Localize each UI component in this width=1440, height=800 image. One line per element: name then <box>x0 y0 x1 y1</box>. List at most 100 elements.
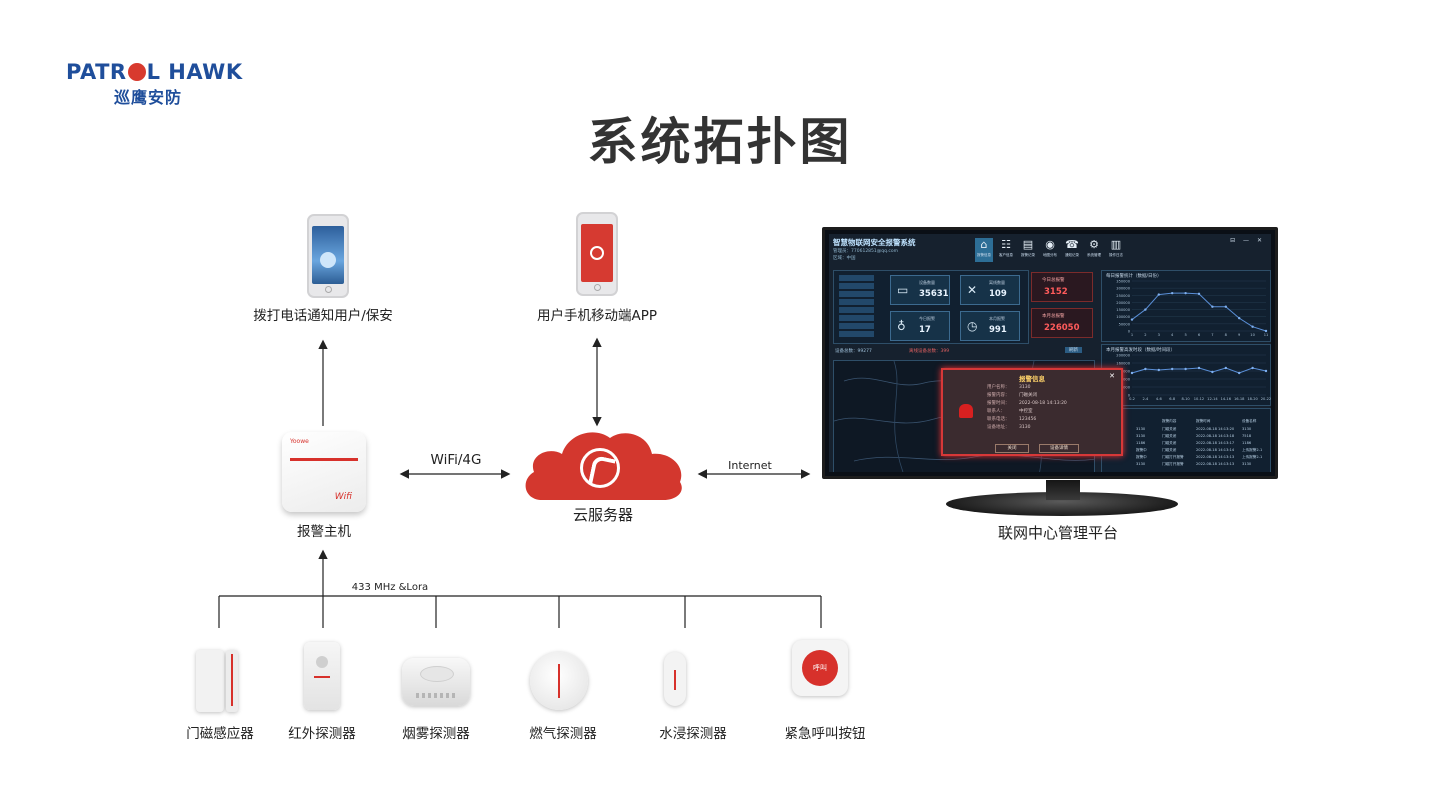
app-phone-image <box>576 212 618 296</box>
table-cell: 2022-08-18 14:13:14 <box>1196 448 1235 452</box>
monitor-icon: ▭ <box>897 283 909 297</box>
y-tick-label: 120000 <box>1116 370 1130 374</box>
wifi-link-label: WiFi/4G <box>430 452 482 468</box>
table-cell: 报警中 <box>1136 455 1147 459</box>
x-tick-label: 20-22 <box>1261 397 1271 401</box>
table-cell: 门磁打开报警 <box>1162 462 1184 466</box>
call-phone-image <box>307 214 349 298</box>
x-tick-label: 2-4 <box>1142 397 1149 401</box>
table-cell: 3130 <box>1242 462 1252 466</box>
hourly-chart-title: 本月报警高发时段（数据/时间段） <box>1106 348 1176 353</box>
x-tick-label: 5 <box>1184 333 1186 337</box>
x-tick-label: 1 <box>1131 333 1133 337</box>
data-point <box>1171 367 1174 371</box>
table-cell: 上传报警2-1 <box>1242 448 1263 452</box>
sensor-label-pir: 红外探测器 <box>288 726 356 742</box>
table-cell: 1186 <box>1242 441 1252 445</box>
data-point <box>1197 366 1201 370</box>
host-wifi-mark: Wifi <box>334 492 352 502</box>
th-time: 报警时间 <box>1196 419 1211 423</box>
y-tick-label: 250000 <box>1116 294 1130 298</box>
x-tick-label: 10-12 <box>1194 397 1204 401</box>
close-icon[interactable]: ✕ <box>1109 372 1115 380</box>
x-tick-label: 16-18 <box>1234 397 1245 401</box>
page-title: 系统拓扑图 <box>587 113 853 171</box>
x-tick-label: 9 <box>1238 333 1241 337</box>
nav-map[interactable]: ◉地图分布 <box>1043 238 1057 257</box>
table-cell: 3130 <box>1136 434 1146 438</box>
table-cell: 1186 <box>1136 441 1146 445</box>
popup-detail-button[interactable]: 设备详情 <box>1039 444 1079 453</box>
host-brand: Yoowe <box>290 438 309 445</box>
table-cell: 7518 <box>1242 434 1252 438</box>
logo-chinese: 巡鹰安防 <box>114 88 183 107</box>
map-offline-total: 离线设备总数：399 <box>909 349 950 354</box>
table-cell: 门磁关闭 <box>1162 448 1177 452</box>
popup-close-button[interactable]: 关闭 <box>995 444 1029 453</box>
platform-monitor: 智慧物联网安全报警系统 管理员：770612851@qq.com 区域：中国 ⌂… <box>822 227 1278 479</box>
y-tick-label: 80000 <box>1119 378 1131 382</box>
radio-link-label: 433 MHz &Lora <box>351 582 429 593</box>
table-cell: 3130 <box>1136 462 1146 466</box>
data-point <box>1224 305 1227 308</box>
sensor-label-sos: 紧急呼叫按钮 <box>784 726 866 742</box>
series-line <box>1131 292 1267 332</box>
th-content: 报警内容 <box>1162 419 1177 423</box>
cloud-server-label: 云服务器 <box>572 506 633 524</box>
table-cell: 上传报警2-1 <box>1242 455 1263 459</box>
tools-icon: ✕ <box>967 283 978 297</box>
siren-icon <box>959 404 973 418</box>
dashboard-title: 智慧物联网安全报警系统 <box>833 238 916 247</box>
sensor-label-door: 门磁感应器 <box>186 726 254 742</box>
x-tick-label: 12-14 <box>1207 397 1218 401</box>
window-controls[interactable]: ⊟ — ✕ <box>1230 237 1265 244</box>
x-tick-label: 8 <box>1225 333 1228 337</box>
nav-settings[interactable]: ⚙系统管理 <box>1087 238 1101 257</box>
history-icon: ◷ <box>967 319 978 333</box>
data-point <box>1157 293 1160 296</box>
x-tick-label: 8-10 <box>1182 397 1191 401</box>
x-tick-label: 14-16 <box>1221 397 1232 401</box>
data-point <box>1171 291 1174 295</box>
daily-chart-title: 每日报警统计（数据/日份） <box>1106 274 1162 279</box>
table-cell: 3130 <box>1242 427 1252 431</box>
app-logo-icon <box>590 246 604 260</box>
data-point <box>1238 371 1241 375</box>
x-tick-label: 10 <box>1250 333 1255 337</box>
sensor-label-smoke: 烟雾探测器 <box>402 726 470 742</box>
y-tick-label: 200000 <box>1116 301 1130 305</box>
map-online-total: 设备总数：99277 <box>835 349 872 354</box>
sensor-label-gas: 燃气探测器 <box>529 726 597 742</box>
data-point <box>1238 316 1241 320</box>
gas-detector-image <box>530 652 588 710</box>
data-point <box>1264 369 1268 373</box>
data-point <box>1184 291 1187 295</box>
platform-label: 联网中心管理平台 <box>997 524 1118 542</box>
nav-home[interactable]: ⌂报警信息 <box>975 238 993 262</box>
nav-log[interactable]: ▥操作日志 <box>1109 238 1123 257</box>
x-tick-label: 2 <box>1144 333 1146 337</box>
nav-users[interactable]: ☷客户信息 <box>999 238 1013 257</box>
data-point <box>1264 329 1268 333</box>
table-cell: 2022-08-18 14:13:13 <box>1196 455 1235 459</box>
x-tick-label: 6-8 <box>1169 397 1176 401</box>
caller-avatar-icon <box>320 252 336 268</box>
table-cell: 2022-08-18 14:13:20 <box>1196 427 1235 431</box>
x-tick-label: 3 <box>1158 333 1160 337</box>
door-sensor-magnet-image <box>226 650 238 712</box>
x-tick-label: 4 <box>1171 333 1174 337</box>
dashboard-admin: 管理员：770612851@qq.com <box>833 249 899 254</box>
x-tick-label: 7 <box>1211 333 1213 337</box>
y-tick-label: 100000 <box>1116 315 1130 319</box>
nav-notify[interactable]: ☎通知记录 <box>1065 238 1079 257</box>
map-refresh-button[interactable]: 刷新 <box>1065 347 1082 353</box>
dashboard-nav: ⌂报警信息 ☷客户信息 ▤报警记录 ◉地图分布 ☎通知记录 ⚙系统管理 ▥操作日… <box>975 238 1125 262</box>
nav-records[interactable]: ▤报警记录 <box>1021 238 1035 257</box>
table-cell: 门磁打开报警 <box>1162 455 1184 459</box>
